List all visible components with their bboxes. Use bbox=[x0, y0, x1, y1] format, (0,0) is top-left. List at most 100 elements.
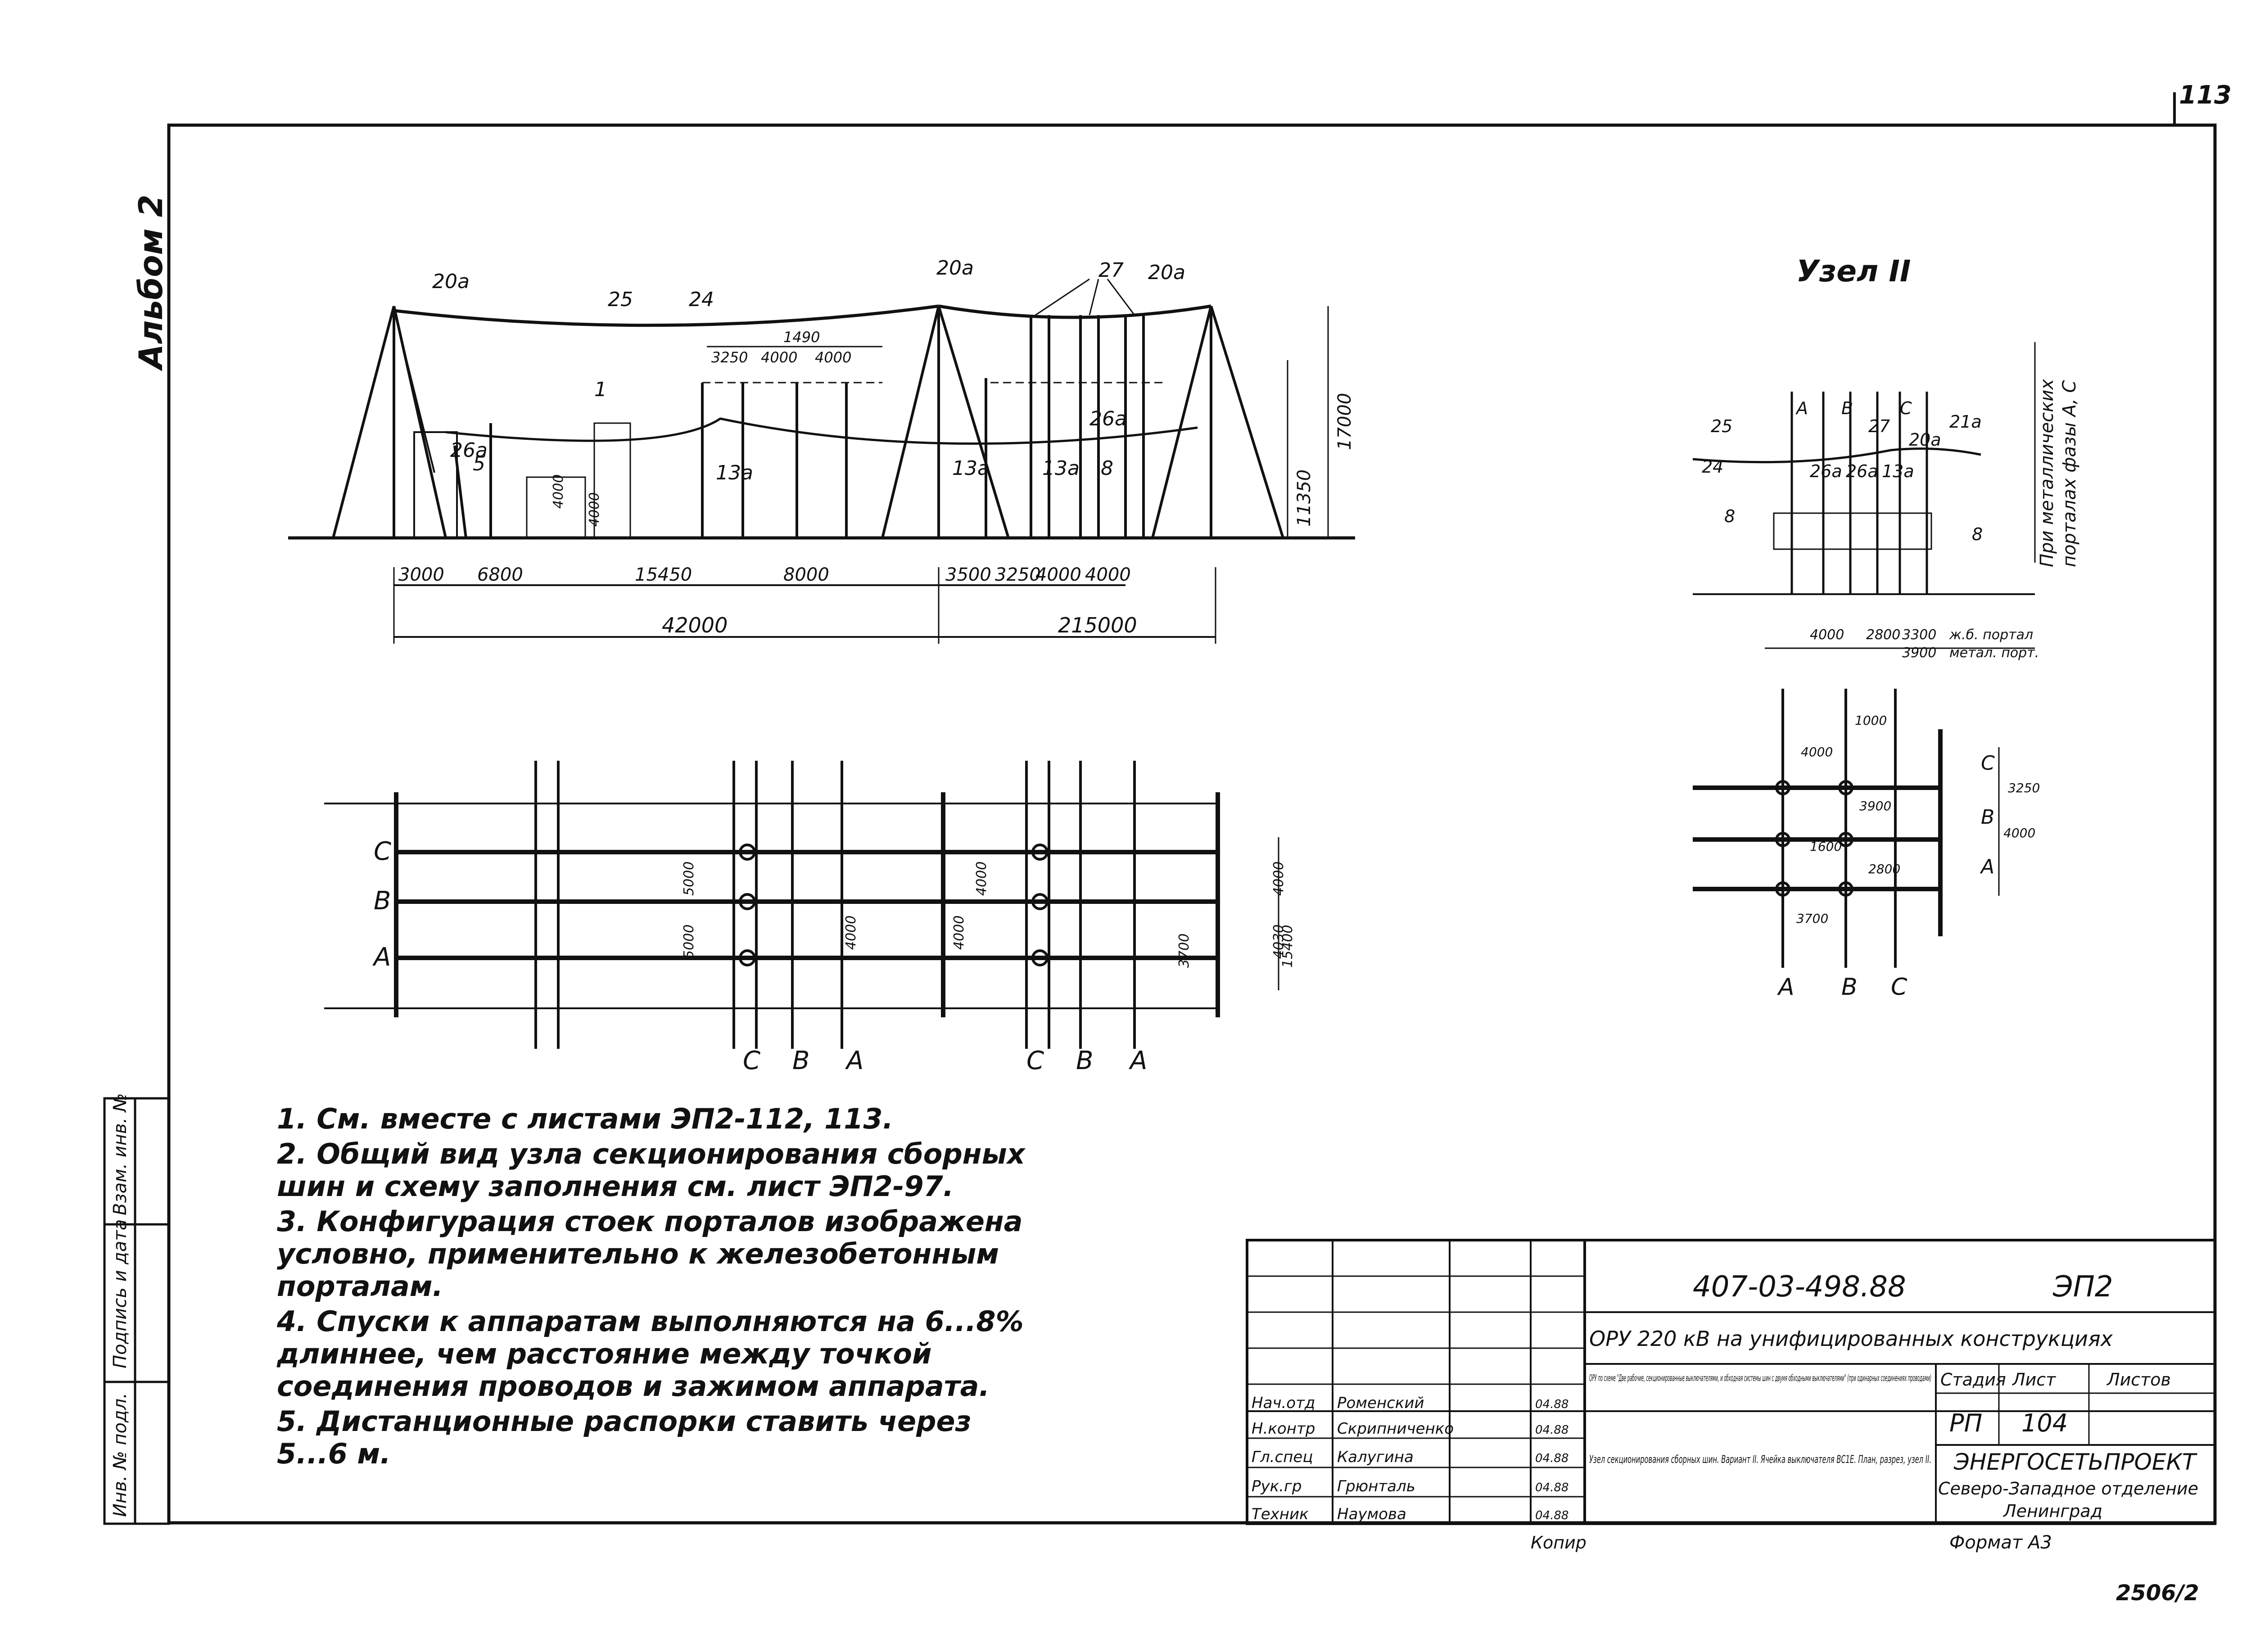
plan-dimension: 4030 bbox=[1271, 925, 1287, 959]
title-block-grid bbox=[1246, 1239, 2216, 1525]
tb-org2: Северо-Западное отделение bbox=[1938, 1479, 2198, 1499]
elevation-dim-total: 215000 bbox=[1058, 613, 1137, 637]
people-name: Наумова bbox=[1337, 1505, 1406, 1523]
elevation-dim-vertical: 17000 bbox=[1334, 393, 1355, 450]
node2-phase: А bbox=[1777, 974, 1794, 1001]
tb-org1: ЭНЕРГОСЕТЬПРОЕКТ bbox=[1953, 1449, 2197, 1475]
album-label: Альбом 2 bbox=[132, 194, 170, 371]
elevation-dim-bottom: 3250 bbox=[995, 564, 1041, 585]
plan-phase-label: А bbox=[372, 943, 391, 972]
node2-dimension: 4000 bbox=[1810, 627, 1844, 643]
plan-phase-label: В bbox=[374, 886, 391, 916]
elevation-dim-bottom: 3500 bbox=[945, 564, 991, 585]
node2-label: С bbox=[1900, 398, 1912, 418]
people-name: Роменский bbox=[1337, 1394, 1424, 1412]
tb-sheet-label: Лист bbox=[2011, 1370, 2057, 1390]
people-date: 04.88 bbox=[1535, 1452, 1568, 1465]
plan-dimension: 5000 bbox=[681, 862, 697, 896]
elevation-dim-bottom: 8000 bbox=[783, 564, 829, 585]
tb-stage-label: Стадия bbox=[1940, 1370, 2006, 1390]
elevation-label: 20а bbox=[432, 270, 470, 293]
elevation-dim-bottom: 4000 bbox=[1035, 564, 1081, 585]
node2-phase: А bbox=[1980, 855, 1994, 878]
people-role: Техник bbox=[1252, 1505, 1309, 1523]
elevation-label: 13а bbox=[1042, 457, 1080, 480]
elevation-dim-top: 3250 bbox=[711, 349, 748, 366]
tb-sheet-code: ЭП2 bbox=[2052, 1270, 2113, 1304]
tb-stage: РП bbox=[1949, 1409, 1982, 1437]
people-role: Гл.спец bbox=[1252, 1448, 1313, 1466]
node2-title: Узел II bbox=[1796, 254, 1911, 289]
plan-dimension: 4000 bbox=[974, 862, 990, 896]
plan-phase-label: С bbox=[374, 837, 391, 866]
elevation-label: 20а bbox=[936, 257, 974, 280]
elevation-dim-total: 42000 bbox=[662, 613, 728, 637]
node2-section bbox=[1692, 342, 2036, 649]
node2-dimension: метал. порт. bbox=[1949, 645, 2039, 661]
node2-dimension: 3300 bbox=[1902, 627, 1936, 643]
tb-sheets-label: Листов bbox=[2106, 1370, 2171, 1390]
node2-plan-dimension: 1000 bbox=[1855, 713, 1887, 728]
node2-dimension: ж.б. портал bbox=[1949, 627, 2033, 643]
people-name: Грюнталь bbox=[1337, 1477, 1415, 1495]
left-stamp bbox=[103, 1097, 170, 1525]
node2-label: В bbox=[1841, 398, 1853, 418]
note-3: 3. Конфигурация стоек порталов изображен… bbox=[277, 1205, 1023, 1303]
note-4: 4. Спуски к аппаратам выполняются на 6..… bbox=[277, 1305, 1024, 1403]
plan-phase-label: В bbox=[792, 1046, 809, 1075]
node2-plan bbox=[1693, 689, 2000, 968]
elevation-label: 20а bbox=[1148, 261, 1185, 284]
plan-phase-label: С bbox=[1026, 1046, 1044, 1075]
elevation-dim-top: 4000 bbox=[815, 349, 851, 366]
people-date: 04.88 bbox=[1535, 1509, 1568, 1522]
copy-label: Копир bbox=[1531, 1533, 1587, 1553]
elevation-dim-bottom: 3000 bbox=[398, 564, 444, 585]
elevation-view bbox=[288, 278, 1355, 644]
elevation-label: 26а bbox=[450, 439, 488, 462]
tb-org3: Ленинград bbox=[2002, 1501, 2102, 1521]
elevation-dim-bottom: 4000 bbox=[1085, 564, 1131, 585]
plan-phase-label: А bbox=[845, 1046, 863, 1075]
note-1: 1. См. вместе с листами ЭП2-112, 113. bbox=[277, 1102, 894, 1135]
note-5: 5. Дистанционные распорки ставить через … bbox=[277, 1405, 972, 1470]
node2-phase: В bbox=[1981, 806, 1994, 829]
node2-label: 20а bbox=[1909, 430, 1941, 450]
elevation-label: 24 bbox=[689, 288, 714, 311]
node2-label: 21а bbox=[1949, 412, 1982, 432]
node2-label: 26а bbox=[1810, 461, 1842, 481]
people-date: 04.88 bbox=[1535, 1398, 1568, 1411]
elevation-label: 25 bbox=[608, 288, 633, 311]
node2-plan-dimension: 3250 bbox=[2008, 781, 2040, 795]
elevation-dim-bottom: 15450 bbox=[635, 564, 692, 585]
plan-phase-label: С bbox=[743, 1046, 760, 1075]
node2-dimension: 3900 bbox=[1902, 645, 1936, 661]
node2-plan-dimension: 4000 bbox=[2003, 826, 2035, 840]
node2-phase: С bbox=[1891, 974, 1907, 1001]
node2-plan-dimension: 3700 bbox=[1796, 911, 1828, 926]
elevation-dim-bottom: 6800 bbox=[477, 564, 523, 585]
node2-plan-dimension: 4000 bbox=[1801, 745, 1833, 759]
elevation-label: 27 bbox=[1098, 259, 1124, 282]
sheet-number-top: 113 bbox=[2179, 81, 2232, 110]
elevation-dim-top: 4000 bbox=[761, 349, 797, 366]
elevation-dim-vertical: 4000 bbox=[587, 492, 602, 527]
plan-dimension: 3700 bbox=[1176, 934, 1192, 968]
archive-number: 2506/2 bbox=[2116, 1580, 2199, 1606]
plan-dimension: 4000 bbox=[843, 916, 859, 950]
stamp-replace: Взам. инв. № bbox=[110, 1093, 131, 1215]
node2-label: 25 bbox=[1711, 416, 1732, 436]
node2-side-note: При металлических bbox=[2037, 379, 2057, 567]
people-role: Рук.гр bbox=[1252, 1477, 1302, 1495]
tb-code: 407-03-498.88 bbox=[1693, 1270, 1906, 1304]
node2-dimension: 2800 bbox=[1866, 627, 1900, 643]
people-role: Н.контр bbox=[1252, 1420, 1315, 1438]
elevation-dim-vertical: 4000 bbox=[551, 474, 566, 509]
plan-dimension: 5000 bbox=[681, 925, 697, 959]
node2-plan-dimension: 1600 bbox=[1810, 839, 1842, 854]
node2-label: 26а bbox=[1846, 461, 1878, 481]
node2-plan-dimension: 2800 bbox=[1868, 862, 1900, 876]
